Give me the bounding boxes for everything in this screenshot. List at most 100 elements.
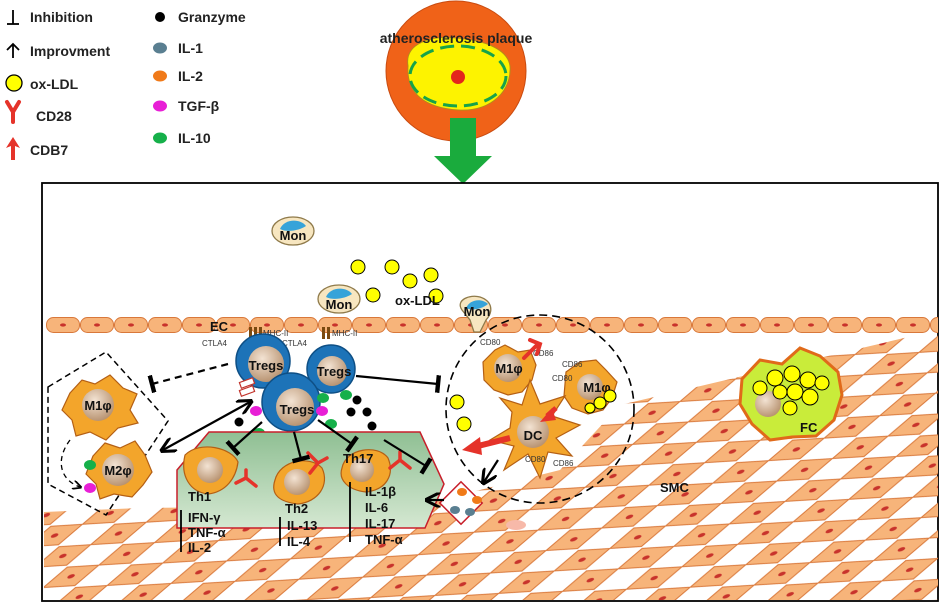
plaque-title: atherosclerosis plaque: [380, 30, 533, 46]
m1-macrophage-left: M1φ: [61, 374, 139, 441]
th1-cytokine-1: IFN-γ: [188, 510, 221, 525]
th1-cytokine-2: TNF-α: [188, 525, 226, 540]
dc-to-cytokine-arrow: [484, 459, 499, 482]
treg-inhibits-th17-line: [317, 419, 359, 453]
endothelium-layer: [46, 317, 938, 333]
cd28-icon: [5, 100, 21, 124]
th2-cytokine-list: IL-13 IL-4: [287, 518, 317, 549]
improvement-icon: [6, 42, 20, 58]
legend-right: Granzyme IL-1 IL-2 TGF-β IL-10: [153, 9, 246, 146]
mon-label-2: Mon: [326, 297, 353, 312]
th17-cytokine-4: TNF-α: [365, 532, 403, 547]
cd80-label-c: CD80: [525, 455, 546, 464]
dc-label: DC: [524, 428, 543, 443]
granzyme-icon: [155, 12, 165, 22]
smc-layer: [44, 330, 938, 600]
cd86-label-b: CD86: [562, 360, 583, 369]
macrophage-polarization-box: [47, 351, 169, 516]
cd-molecule-labels: CD80 CD86 CD86 CD80 CD80 CD86: [480, 338, 583, 468]
dendritic-cell: DC: [488, 378, 582, 480]
treg-cell-2: Tregs: [306, 344, 356, 394]
il2-icon: [153, 70, 167, 82]
treg-cell-1: Tregs: [235, 333, 291, 389]
th1-label: Th1: [188, 489, 211, 504]
ox-ldl-particles-top: [350, 259, 444, 304]
th17-cytokine-3: IL-17: [365, 516, 395, 531]
th17-label: Th17: [343, 451, 373, 466]
m1-right-label: M1φ: [583, 380, 610, 395]
m1-macrophage-right: M1φ: [563, 359, 618, 415]
treg-inhibits-dc-line: [355, 374, 442, 393]
ctla4-receptor: [238, 377, 256, 397]
tgfb-dot-left: [84, 483, 96, 493]
th2-cell: Th2: [273, 451, 329, 516]
th17-cytokine-1: IL-1β: [365, 484, 396, 499]
cd80-label-a: CD80: [480, 338, 501, 347]
treg-m2-link-line: [163, 402, 250, 450]
il1-icon: [153, 42, 167, 54]
inhibition-icon: [7, 10, 19, 25]
mon-label-1: Mon: [280, 228, 307, 243]
foam-cell: FC: [738, 346, 844, 442]
legend-granzyme-label: Granzyme: [178, 9, 246, 25]
ox-ldl-particles-intima: [449, 394, 472, 432]
tregs-label-2: Tregs: [317, 364, 352, 379]
tgfb-icon: [153, 100, 167, 112]
treg-inhibits-th2-line: [291, 431, 311, 464]
cytokine-box: [438, 480, 484, 526]
th1-cytokine-list: IFN-γ TNF-α IL-2: [188, 510, 226, 555]
ox-ldl-icon: [5, 74, 23, 92]
legend-improvement-label: Improvment: [30, 43, 110, 59]
tregs-label-3: Tregs: [280, 402, 315, 417]
cd86-label-a: CD86: [533, 349, 554, 358]
il10-icon: [153, 132, 167, 144]
legend-il2-label: IL-2: [178, 68, 203, 84]
m1-to-m2-arrow: [60, 439, 80, 487]
th2-cytokine-1: IL-13: [287, 518, 317, 533]
interaction-lines: [147, 362, 499, 500]
treg-cell-3: Tregs: [261, 372, 321, 432]
legend-il1-label: IL-1: [178, 40, 203, 56]
legend-cd28-label: CD28: [36, 108, 72, 124]
monocyte-1: Mon: [271, 216, 315, 246]
cdb7-icon: [6, 137, 20, 160]
legend-left: Inhibition Improvment ox-LDL CD28 CDB7: [5, 9, 110, 160]
cd86-label-c: CD86: [553, 459, 574, 468]
ox-ldl-label: ox-LDL: [395, 293, 440, 308]
ctla4-label-b: CTLA4: [282, 339, 307, 348]
monocyte-3: Mon: [459, 295, 492, 333]
th1-cell: Th1: [183, 446, 258, 504]
il10-dot-left: [84, 460, 96, 470]
m2-macrophage-left: M2φ: [85, 440, 153, 500]
fc-label: FC: [800, 420, 818, 435]
m1-mid-label: M1φ: [495, 361, 522, 376]
th17-cytokine-2: IL-6: [365, 500, 388, 515]
smc-label: SMC: [660, 480, 690, 495]
mon-label-3: Mon: [464, 304, 491, 319]
dc-activation-region: [445, 314, 635, 504]
legend-ox-ldl-label: ox-LDL: [30, 76, 79, 92]
treg-inhibits-m1-line: [147, 362, 229, 394]
mhc-label-b: MHC-II: [332, 329, 357, 338]
m1-left-label: M1φ: [84, 398, 111, 413]
mhc-label-a: MHC-II: [263, 329, 288, 338]
red-activation-arrows: [462, 338, 558, 455]
legend-tgfb-label: TGF-β: [178, 98, 220, 114]
th2-label: Th2: [285, 501, 308, 516]
legend-cdb7-label: CDB7: [30, 142, 68, 158]
cd80-label-b: CD80: [552, 374, 573, 383]
th1-cytokine-3: IL-2: [188, 540, 211, 555]
th2-cytokine-2: IL-4: [287, 534, 311, 549]
plaque-core: [451, 70, 465, 84]
th17-cell: Th17: [340, 449, 412, 493]
th17-inhibition-line: [383, 439, 433, 475]
ctla4-label-a: CTLA4: [202, 339, 227, 348]
small-cell-fragment: [506, 520, 526, 530]
mhc-receptors: [249, 327, 330, 339]
ec-label: EC: [210, 319, 229, 334]
legend-il10-label: IL-10: [178, 130, 211, 146]
down-arrow-icon: [434, 118, 492, 184]
monocyte-2: Mon: [317, 284, 361, 314]
tregs-label-1: Tregs: [249, 358, 284, 373]
